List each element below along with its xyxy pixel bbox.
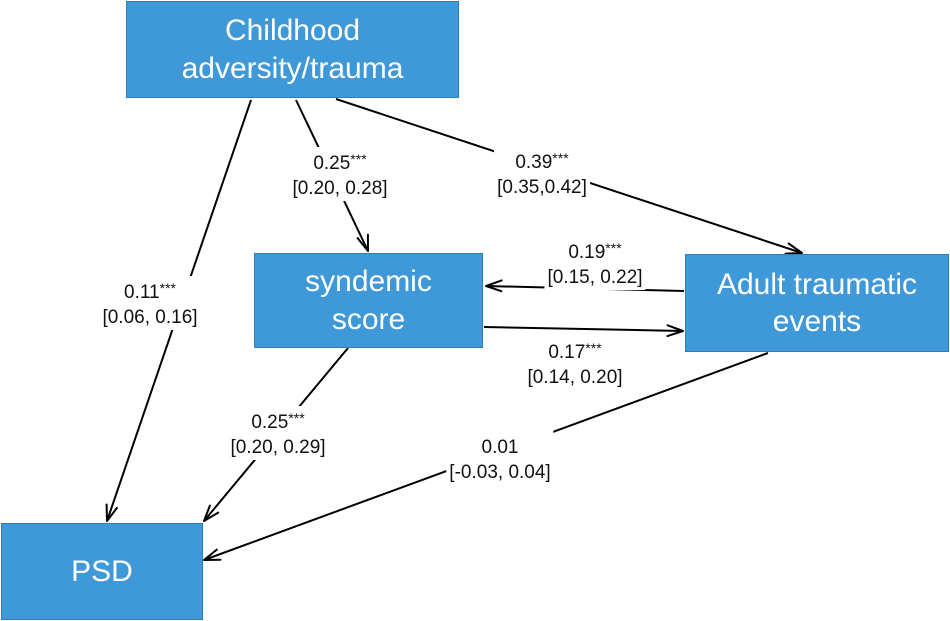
edge-confidence-interval: [0.35,0.42] bbox=[497, 177, 587, 198]
node-label-line1: Childhood bbox=[224, 14, 361, 47]
node-psd: PSD bbox=[1, 523, 203, 620]
node-label-line2: events bbox=[772, 305, 862, 338]
edge-coefficient: 0.01 bbox=[481, 437, 519, 458]
node-label-line1: syndemic bbox=[305, 265, 432, 298]
edge-coefficient: 0.25*** bbox=[313, 151, 367, 174]
edge-label-childhood-to-adult: 0.39*** [0.35,0.42] bbox=[494, 146, 590, 200]
edge-coefficient: 0.17*** bbox=[548, 340, 602, 363]
edge-coefficient: 0.39*** bbox=[515, 150, 569, 173]
node-syndemic-score: syndemic score bbox=[254, 253, 483, 348]
edge-label-syndemic-to-psd: 0.25*** [0.20, 0.29] bbox=[227, 406, 329, 460]
edge-coefficient: 0.25*** bbox=[251, 410, 305, 433]
edge-coefficient: 0.19*** bbox=[568, 240, 622, 263]
node-label-line2: score bbox=[331, 302, 406, 336]
edge-label-childhood-to-psd: 0.11*** [0.06, 0.16] bbox=[99, 276, 201, 330]
edge-confidence-interval: [-0.03, 0.04] bbox=[449, 462, 551, 483]
node-adult-traumatic-events: Adult traumatic events bbox=[685, 254, 949, 352]
node-label-line1: Adult traumatic bbox=[716, 267, 918, 301]
edge-confidence-interval: [0.20, 0.29] bbox=[230, 437, 326, 458]
edge-confidence-interval: [0.14, 0.20] bbox=[527, 367, 623, 388]
arrow-syndemic-to-adult bbox=[483, 324, 684, 338]
edge-label-childhood-to-syndemic: 0.25*** [0.20, 0.28] bbox=[289, 147, 391, 201]
edge-coefficient: 0.11*** bbox=[124, 280, 176, 303]
node-label-line2: adversity/trauma bbox=[181, 51, 404, 85]
edge-label-adult-to-psd: 0.01 [-0.03, 0.04] bbox=[446, 431, 554, 485]
edge-label-adult-to-syndemic: 0.19*** [0.15, 0.22] bbox=[544, 236, 646, 290]
edge-label-syndemic-to-adult: 0.17*** [0.14, 0.20] bbox=[524, 336, 626, 390]
node-label-line1: PSD bbox=[71, 554, 133, 588]
edge-confidence-interval: [0.20, 0.28] bbox=[292, 178, 388, 199]
edge-confidence-interval: [0.15, 0.22] bbox=[547, 267, 643, 288]
edge-confidence-interval: [0.06, 0.16] bbox=[102, 307, 198, 328]
node-childhood-adversity: Childhood adversity/trauma bbox=[126, 1, 459, 98]
